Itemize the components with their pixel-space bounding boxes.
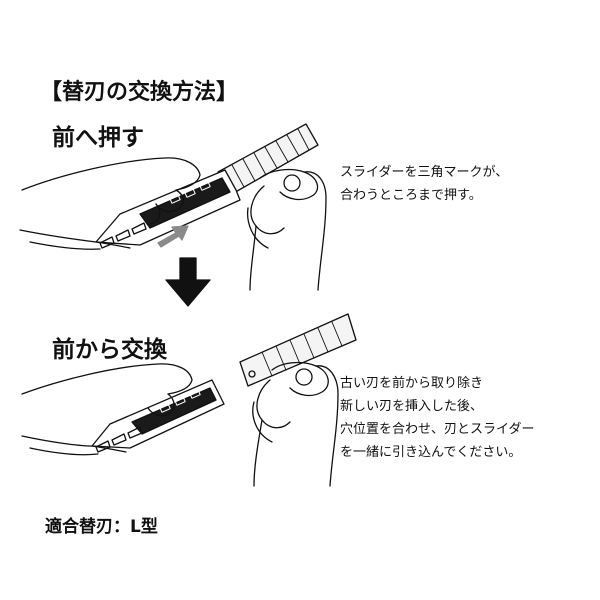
step2-description: 古い刃を前から取り除き 新しい刃を挿入した後、 穴位置を合わせ、刃とスライダー … bbox=[340, 372, 534, 464]
push-arrow-icon bbox=[157, 225, 189, 248]
step1-cutter-illustration bbox=[19, 123, 327, 291]
step2-line: 古い刃を前から取り除き bbox=[340, 376, 484, 391]
down-arrow-icon bbox=[165, 257, 211, 307]
page-title: 【替刃の交換方法】 bbox=[40, 80, 239, 105]
step1-line: スライダーを三角マークが、 bbox=[340, 165, 509, 180]
step1-heading: 前へ押す bbox=[52, 125, 144, 151]
step2-line: を一緒に引き込んでください。 bbox=[340, 445, 522, 460]
step1-line: 合わうところまで押す。 bbox=[340, 188, 482, 203]
step2-line: 新しい刃を挿入した後、 bbox=[340, 399, 484, 414]
step2-cutter-illustration bbox=[21, 313, 357, 487]
step1-description: スライダーを三角マークが、 合わうところまで押す。 bbox=[340, 161, 508, 207]
compatible-blade-label: 適合替刃：L型 bbox=[45, 517, 158, 537]
step2-heading: 前から交換 bbox=[52, 337, 167, 363]
step2-line: 穴位置を合わせ、刃とスライダー bbox=[340, 422, 535, 437]
